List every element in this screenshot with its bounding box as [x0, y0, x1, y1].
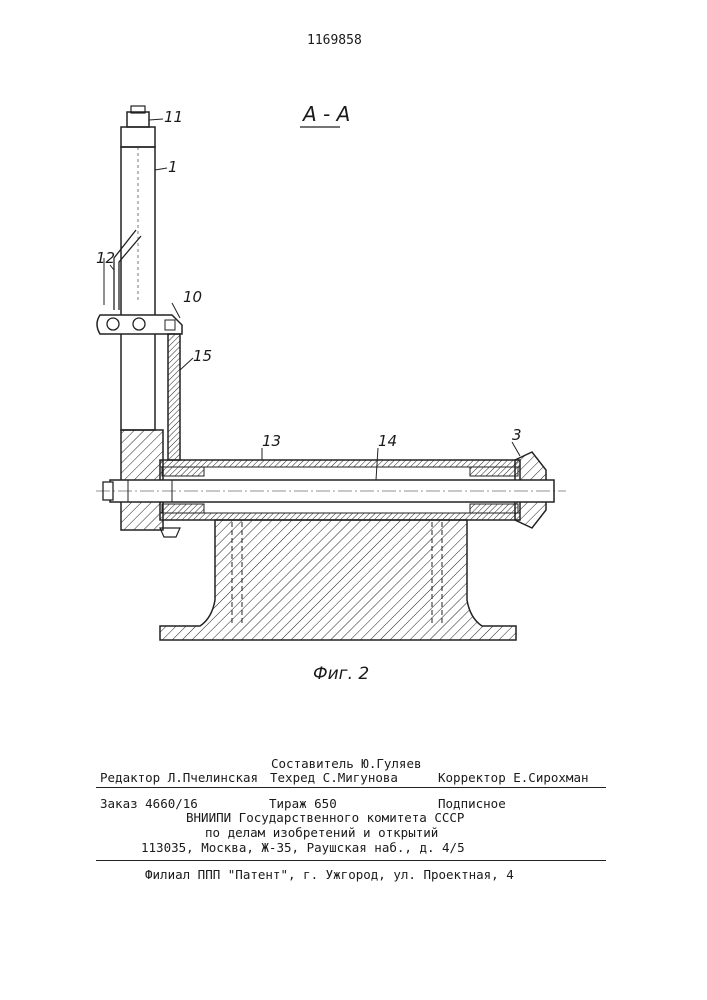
part-label-3: 3 [512, 426, 522, 444]
base-body [160, 520, 516, 640]
address-line: 113035, Москва, Ж-35, Раушская наб., д. … [141, 840, 465, 855]
part-label-14: 14 [378, 432, 397, 450]
compiler-line: Составитель Ю.Гуляев [271, 756, 422, 771]
part-label-1: 1 [168, 158, 178, 176]
rod-12 [114, 230, 136, 310]
part-label-11: 11 [164, 108, 183, 126]
subscription-line: Подписное [438, 796, 506, 811]
part-label-13: 13 [262, 432, 281, 450]
part-label-12: 12 [96, 249, 115, 267]
pin-11 [127, 112, 149, 127]
order-line: Заказ 4660/16 [100, 796, 198, 811]
figure-caption: Фиг. 2 [313, 664, 369, 684]
section-label: А - А [303, 102, 350, 126]
org-line-2: по делам изобретений и открытий [205, 825, 438, 840]
branch-line: Филиал ППП "Патент", г. Ужгород, ул. Про… [145, 867, 514, 882]
part-label-10: 10 [183, 288, 202, 306]
part-label-15: 15 [193, 347, 212, 365]
plate-15 [168, 334, 180, 460]
editor-line: Редактор Л.Пчелинская [100, 770, 258, 785]
org-line-1: ВНИИПИ Государственного комитета СССР [186, 810, 464, 825]
footer-rule-1 [96, 787, 606, 788]
circulation-line: Тираж 650 [269, 796, 337, 811]
corrector-line: Корректор Е.Сирохман [438, 770, 589, 785]
techred-line: Техред С.Мигунова [270, 770, 398, 785]
footer-rule-2 [96, 860, 606, 861]
